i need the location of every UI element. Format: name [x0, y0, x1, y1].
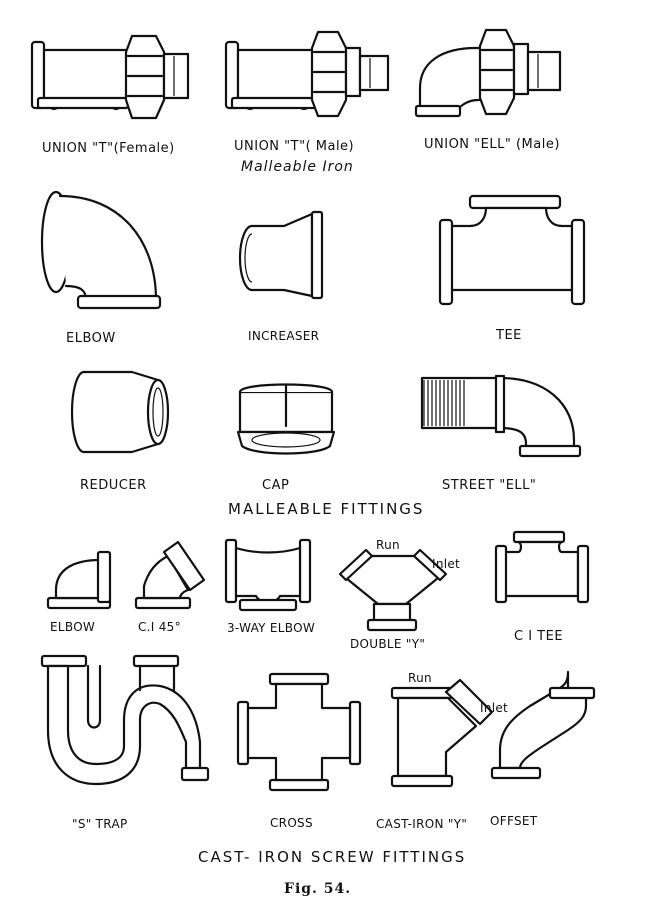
elbow-label: ELBOW [66, 331, 116, 346]
cast-iron-y-drawing [390, 678, 494, 788]
cross-label: CROSS [270, 816, 313, 830]
ci-tee-label: C I TEE [514, 629, 563, 644]
reducer-drawing [70, 370, 170, 454]
union-t-male-label: UNION "T"( Male) [234, 139, 354, 154]
three-way-elbow-label: 3-WAY ELBOW [227, 621, 315, 635]
union-ell-male-label: UNION "ELL" (Male) [424, 137, 560, 152]
offset-label: OFFSET [490, 814, 538, 828]
ci-45-drawing [134, 540, 206, 610]
double-y-run-label: Run [376, 538, 400, 552]
ci-elbow-label: ELBOW [50, 620, 95, 634]
cast-iron-y-inlet-label: Inlet [480, 701, 508, 715]
ci-45-label: C.I 45° [138, 620, 181, 634]
malleable-iron-label: Malleable Iron [241, 159, 354, 175]
reducer-label: REDUCER [80, 478, 147, 493]
increaser-drawing [238, 210, 324, 300]
cast-iron-screw-fittings-heading: CAST- IRON SCREW FITTINGS [198, 848, 466, 866]
cast-iron-y-label: CAST-IRON "Y" [376, 817, 467, 831]
street-ell-drawing [420, 374, 582, 458]
malleable-fittings-heading: MALLEABLE FITTINGS [228, 500, 424, 518]
street-ell-label: STREET "ELL" [442, 478, 536, 493]
cap-label: CAP [262, 478, 289, 493]
increaser-label: INCREASER [248, 329, 319, 343]
ci-elbow-drawing [46, 550, 112, 610]
tee-drawing [438, 194, 586, 306]
s-trap-label: "S" TRAP [72, 817, 128, 831]
double-y-inlet-label: Inlet [432, 557, 460, 571]
ci-tee-drawing [494, 530, 590, 604]
cross-drawing [236, 672, 362, 792]
cap-drawing [236, 383, 336, 455]
union-t-female-label: UNION "T"(Female) [42, 141, 175, 156]
double-y-label: DOUBLE "Y" [350, 637, 425, 651]
offset-drawing [490, 670, 596, 780]
three-way-elbow-drawing [224, 538, 312, 612]
tee-label: TEE [495, 328, 522, 343]
double-y-drawing [338, 548, 448, 632]
elbow-drawing [40, 190, 162, 310]
figure-caption: Fig. 54. [284, 881, 351, 897]
s-trap-drawing [40, 654, 210, 786]
union-t-male-drawing [224, 30, 390, 118]
union-t-female-drawing [30, 34, 190, 120]
cast-iron-y-run-label: Run [408, 671, 432, 685]
union-ell-male-drawing [414, 28, 562, 118]
